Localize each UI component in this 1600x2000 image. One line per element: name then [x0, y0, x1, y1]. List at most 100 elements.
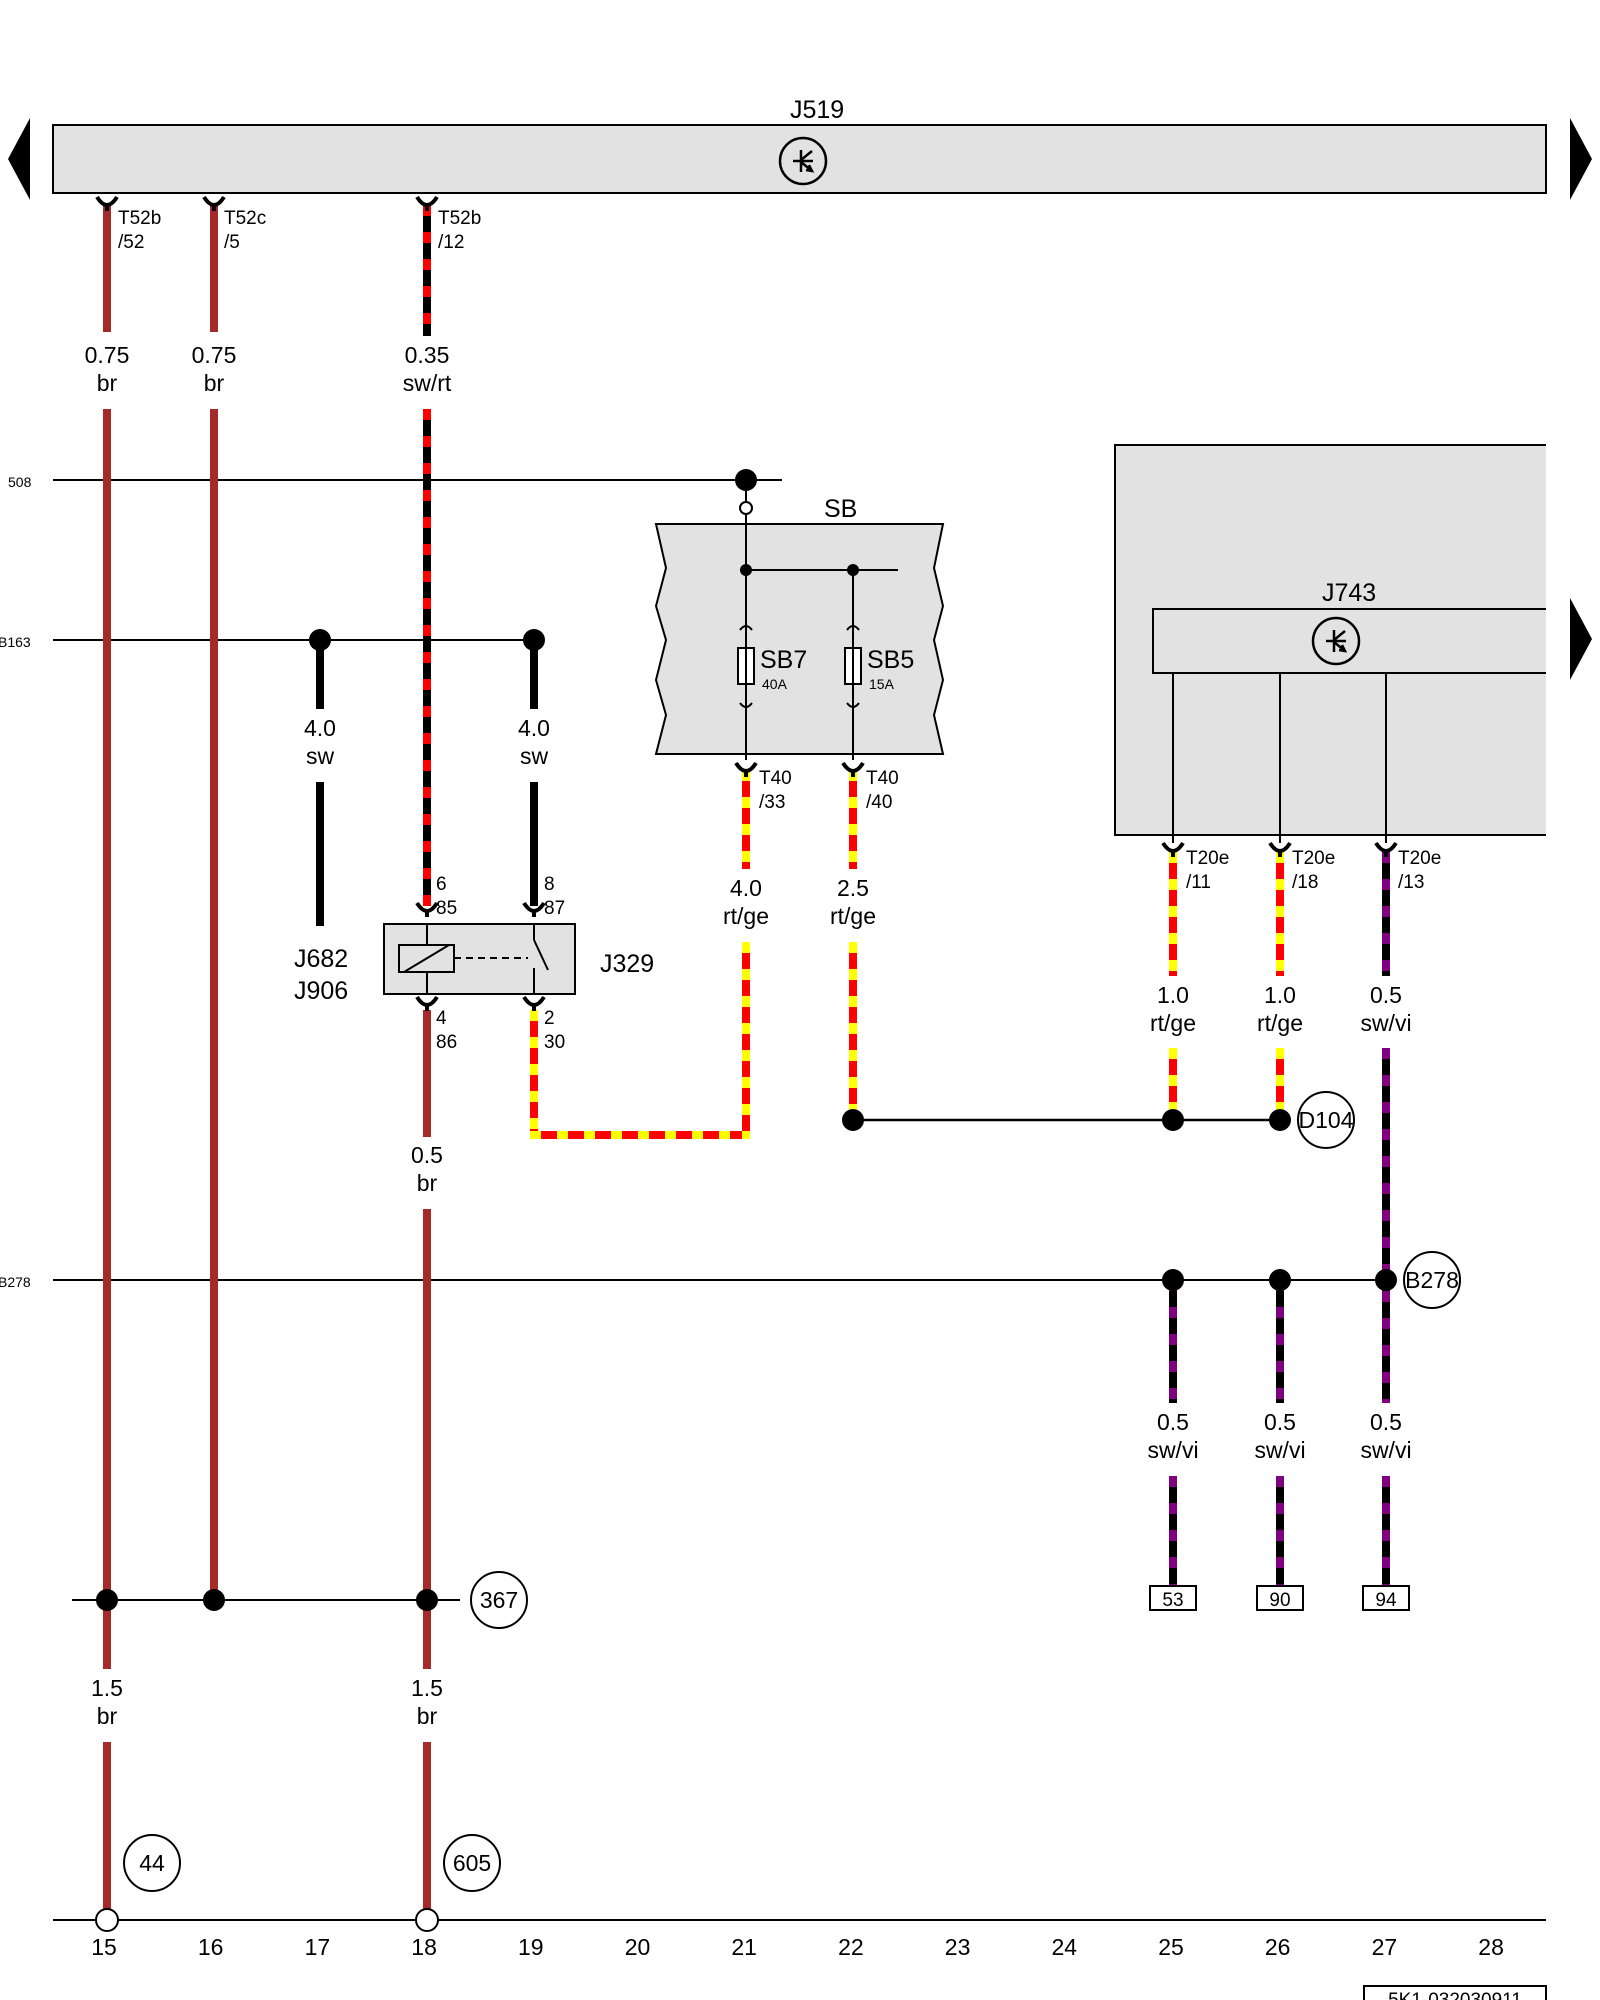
connector-t40-40-pin: /40	[866, 792, 892, 813]
wire-colour: br	[204, 370, 225, 396]
relay-pin-85: 85	[436, 898, 457, 919]
column-number: 24	[1052, 1934, 1078, 1960]
wire-gauge: 1.0	[1264, 982, 1296, 1008]
module-j519: J519	[8, 96, 1592, 200]
connector-t52c-5: T52c	[224, 208, 266, 229]
connector-pin-hook	[734, 761, 758, 777]
wire-gauge: 0.5	[1370, 1409, 1402, 1435]
ref-circle-b278: B278	[1405, 1267, 1459, 1293]
wire-gauge: 1.5	[411, 1675, 443, 1701]
bus-label-b163: B163	[0, 634, 31, 650]
circled-references: D104 B278 367 44 605	[123, 1091, 1461, 1892]
relay-pin-87: 87	[544, 898, 565, 919]
connector-pin-hook	[522, 901, 546, 917]
connector-t20e-13: T20e	[1398, 848, 1441, 869]
column-number: 20	[625, 1934, 651, 1960]
relay-pin-6: 6	[436, 874, 447, 895]
ref-circle-44: 44	[139, 1850, 165, 1876]
document-code: 5K1-032030911	[1388, 1990, 1522, 2000]
wire-gauge: 1.5	[91, 1675, 123, 1701]
bus-lines: 508 B163 B278	[0, 474, 1546, 1921]
wire-gauge: 4.0	[730, 875, 762, 901]
relay-pin-86: 86	[436, 1032, 457, 1053]
module-j743-housing: J743	[1114, 444, 1592, 843]
relay-label: J329	[600, 950, 654, 978]
wire-colour: br	[97, 1703, 118, 1729]
connector-pin-hook	[841, 761, 865, 777]
connector-t40-33-pin: /33	[759, 792, 785, 813]
connector-labels: T52b /52 T52c /5 T52b /12 T40 /33 T40 /4…	[118, 208, 1441, 893]
connector-pin-hooks	[95, 195, 1398, 1011]
ref-circle-d104: D104	[1299, 1107, 1354, 1133]
connector-t20e-18-pin: /18	[1292, 872, 1318, 893]
fuse-sb5-label: SB5	[867, 646, 914, 674]
connector-t52b-12: T52b	[438, 208, 481, 229]
column-number: 18	[411, 1934, 437, 1960]
fuse-box-sb: SB SB7 40A SB5 15A	[654, 480, 945, 760]
wire-gauge: 0.5	[1157, 1409, 1189, 1435]
connector-t52c-5-pin: /5	[224, 232, 240, 253]
relay-j329: J329 6 85 8 87 4 86 2 30	[383, 874, 654, 1053]
wire-colour: sw/vi	[1254, 1437, 1305, 1463]
ref-circle-605: 605	[453, 1850, 491, 1876]
connector-t40-33: T40	[759, 768, 792, 789]
wire-colour: sw/vi	[1360, 1010, 1411, 1036]
column-number: 17	[305, 1934, 331, 1960]
fuse-sb7-rating: 40A	[762, 676, 788, 692]
wire-gauge: 4.0	[304, 715, 336, 741]
column-number: 22	[838, 1934, 864, 1960]
wire-gauge: 2.5	[837, 875, 869, 901]
electronic-module-icon	[778, 136, 828, 186]
column-number: 21	[731, 1934, 757, 1960]
terminal-box: 94	[1375, 1590, 1397, 1611]
wire-labels: 0.75 br 0.75 br 0.35 sw/rt 4.0 sw 4.0 sw…	[85, 342, 1412, 1729]
connector-t52b-12-pin: /12	[438, 232, 464, 253]
wire-colour: sw	[520, 743, 549, 769]
relay-pin-8: 8	[544, 874, 555, 895]
junction-dot	[1269, 1109, 1291, 1131]
right-continuation-arrow-2	[1570, 598, 1592, 680]
junction-dot	[523, 629, 545, 651]
column-number: 28	[1478, 1934, 1504, 1960]
wire-gauge: 0.75	[85, 342, 130, 368]
wire-gauge: 0.5	[1370, 982, 1402, 1008]
ref-circle-367: 367	[480, 1587, 518, 1613]
connector-pin-hook	[522, 995, 546, 1011]
connector-t40-40: T40	[866, 768, 899, 789]
wire-gauge: 0.35	[405, 342, 450, 368]
terminal-box: 90	[1269, 1590, 1290, 1611]
module-j519-label: J519	[790, 96, 844, 124]
wire-colour: rt/ge	[723, 903, 769, 929]
bus-label-b278: B278	[0, 1274, 31, 1290]
fuse-sb7-label: SB7	[760, 646, 807, 674]
connector-pin-hook	[1374, 841, 1398, 857]
wire-colour: sw	[306, 743, 335, 769]
junction-dot	[842, 1109, 864, 1131]
wire-colour: rt/ge	[1150, 1010, 1196, 1036]
wire-colour: sw/rt	[403, 370, 452, 396]
connector-t52b-52: T52b	[118, 208, 161, 229]
ref-j682-label: J682	[294, 945, 348, 973]
ground-terminal	[415, 1908, 439, 1932]
connector-pin-hook	[202, 195, 226, 211]
relay-pin-2: 2	[544, 1008, 555, 1029]
connector-t52b-52-pin: /52	[118, 232, 144, 253]
junction-dot	[416, 1589, 438, 1611]
connector-pin-hook	[95, 195, 119, 211]
wire-gauge: 1.0	[1157, 982, 1189, 1008]
junction-dot	[1269, 1269, 1291, 1291]
connector-pin-hook	[415, 995, 439, 1011]
connector-t20e-11: T20e	[1186, 848, 1229, 869]
wire-colour: sw/vi	[1360, 1437, 1411, 1463]
column-number: 23	[945, 1934, 971, 1960]
connector-pin-hook	[1161, 841, 1185, 857]
wire-colour: rt/ge	[1257, 1010, 1303, 1036]
left-continuation-arrow	[8, 118, 30, 200]
ref-j906-label: J906	[294, 977, 348, 1005]
connector-pin-hook	[415, 195, 439, 211]
ground-terminal	[95, 1908, 119, 1932]
junction-dot	[1375, 1269, 1397, 1291]
connector-t20e-13-pin: /13	[1398, 872, 1424, 893]
wire-colour: rt/ge	[830, 903, 876, 929]
